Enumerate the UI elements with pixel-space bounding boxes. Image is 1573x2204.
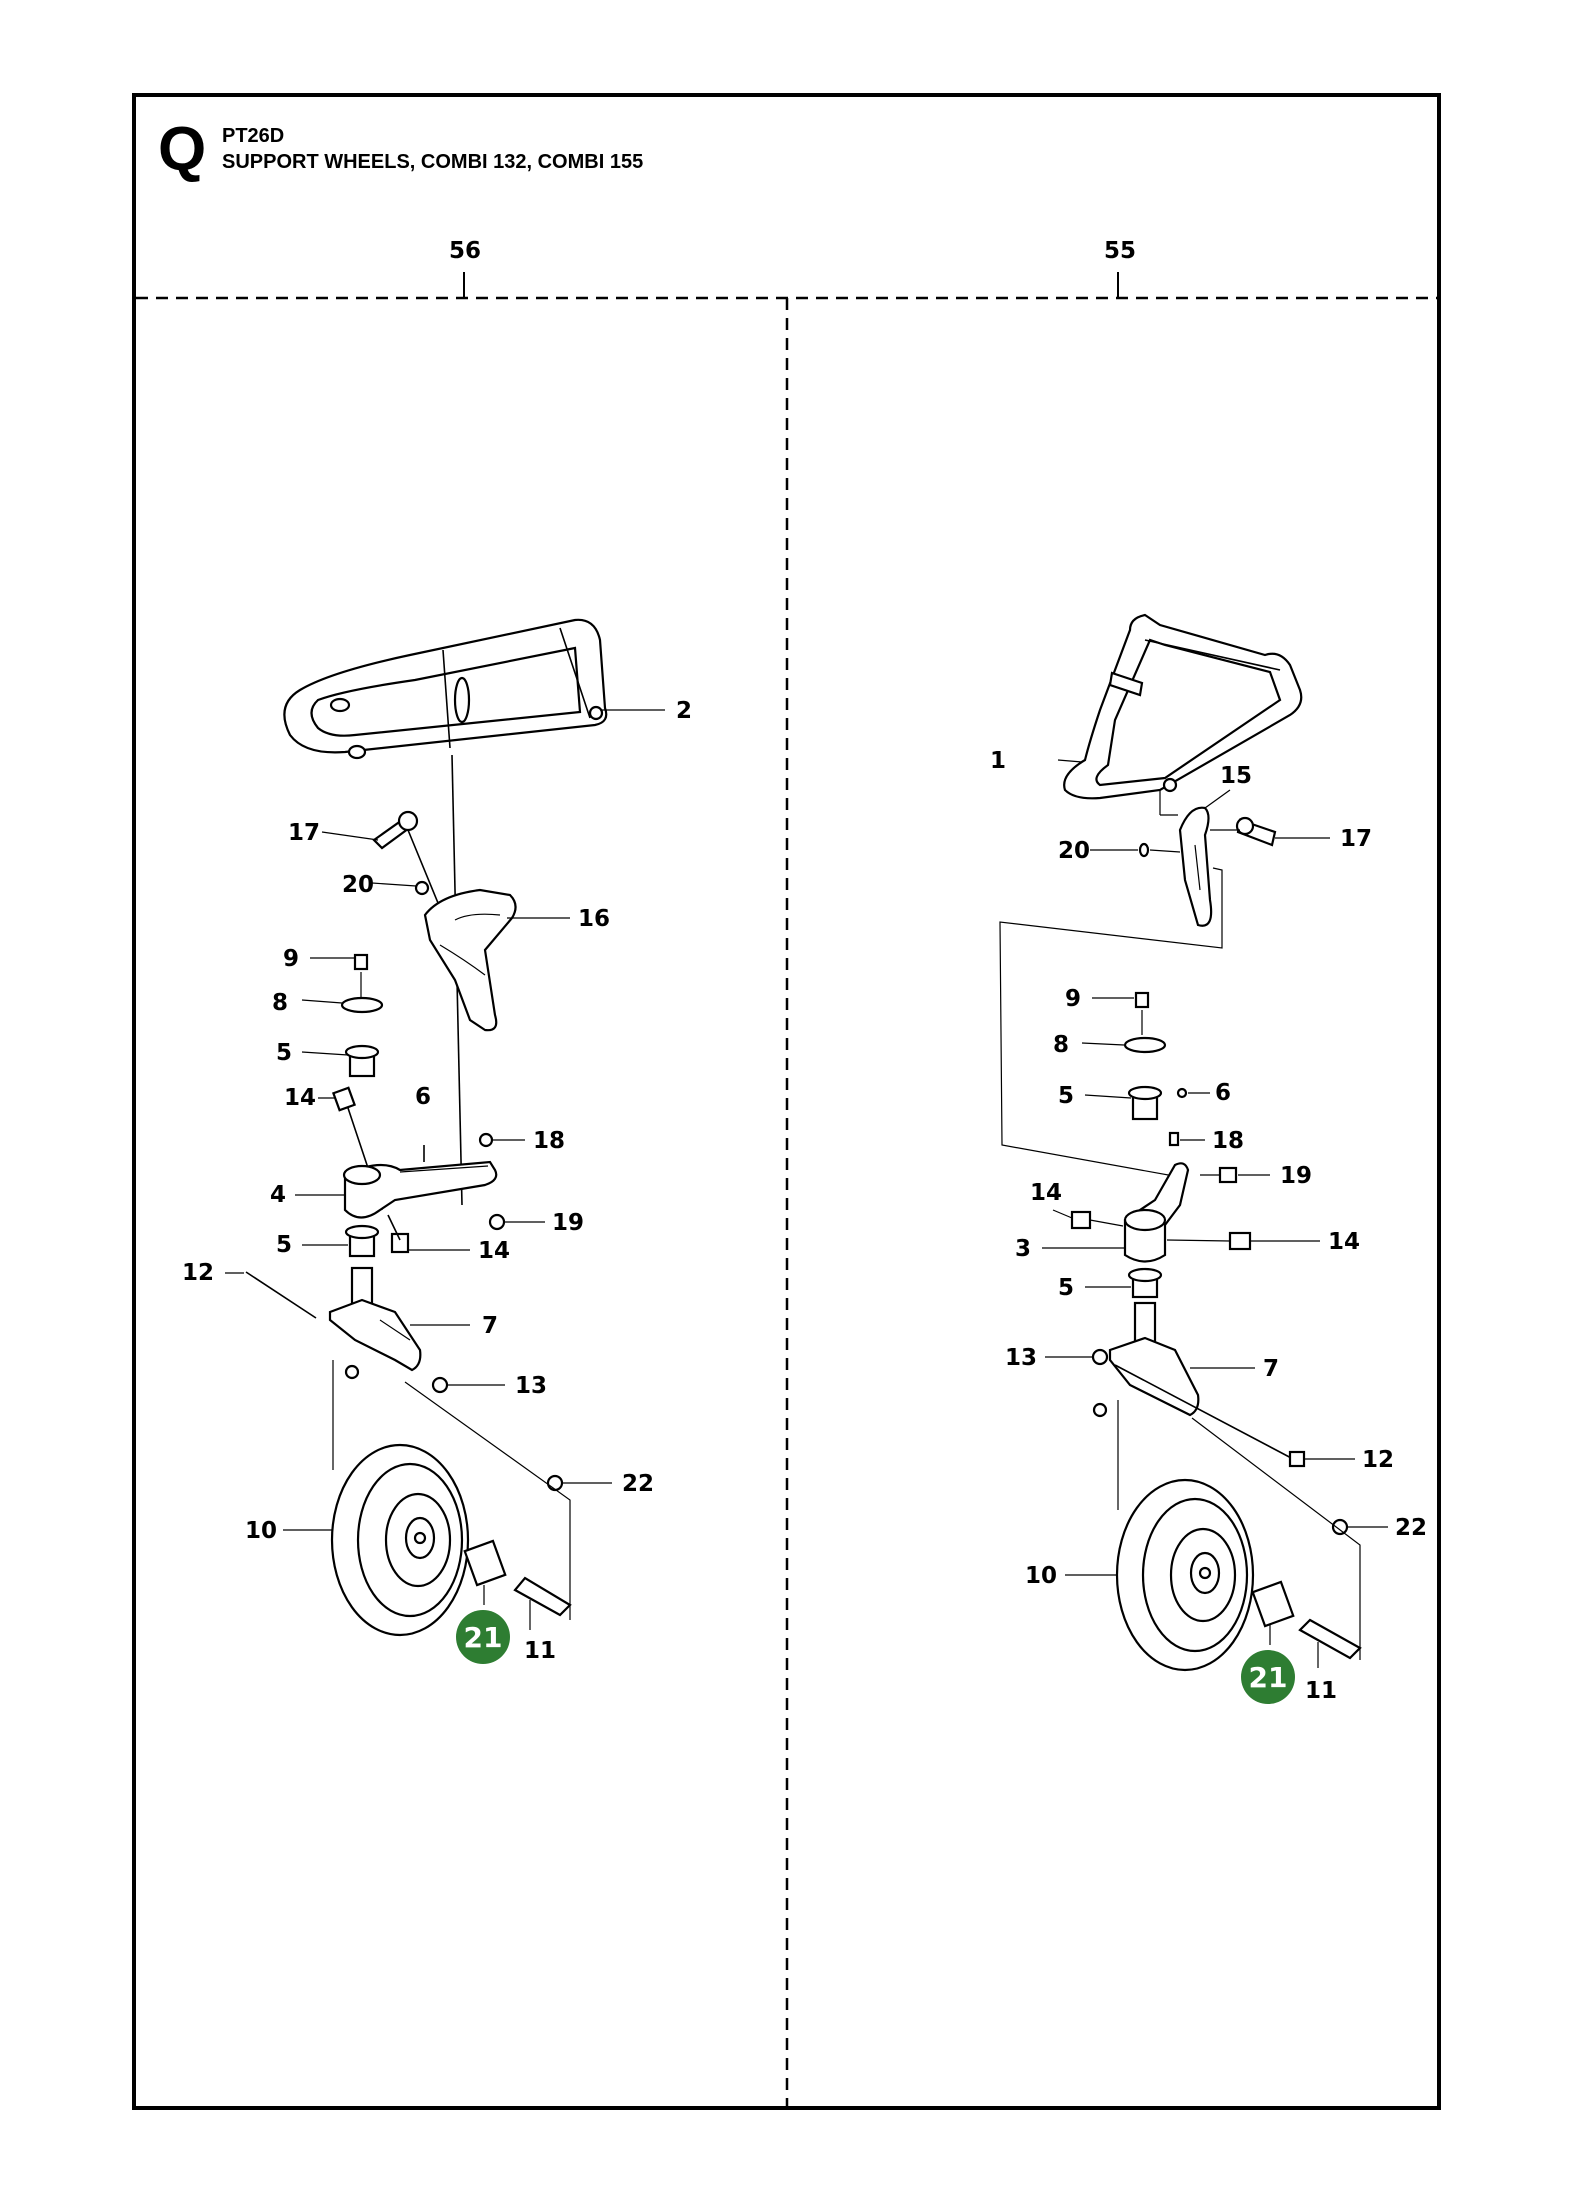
section-letter: Q [158, 115, 206, 184]
callout-5b-left: 5 [276, 1232, 292, 1258]
part-bush-21-left [463, 1539, 507, 1587]
callout-20-right: 20 [1058, 838, 1090, 864]
callout-8-left: 8 [272, 990, 288, 1016]
part-shaft-11-left [513, 1576, 572, 1617]
callout-12-left: 12 [182, 1260, 214, 1286]
callout-17-left: 17 [288, 820, 320, 846]
part-bushing-5b-right [1127, 1267, 1163, 1299]
callout-10-right: 10 [1025, 1563, 1057, 1589]
part-pin-6-right [1176, 1087, 1188, 1099]
part-nut-right [1138, 842, 1150, 858]
callout-22-right: 22 [1395, 1515, 1427, 1541]
part-washer-right-a [1092, 1402, 1108, 1418]
part-nut-13-right [1091, 1348, 1109, 1366]
part-lever-right [1235, 816, 1277, 847]
callout-20-left: 20 [342, 872, 374, 898]
svg-text:21: 21 [1249, 1661, 1288, 1694]
part-bush-21-right [1251, 1580, 1295, 1628]
part-fork-left [328, 1266, 422, 1372]
part-bolt-9-left [353, 953, 369, 1000]
callout-11-left: 11 [524, 1638, 556, 1664]
part-arm-right [1123, 1162, 1190, 1263]
callout-16-left: 16 [578, 906, 610, 932]
callout-3-right: 3 [1015, 1236, 1031, 1262]
callout-6-left: 6 [415, 1084, 431, 1110]
callout-12-right: 12 [1362, 1447, 1394, 1473]
part-screw-19-right [1200, 1166, 1238, 1184]
part-washer-22-left [546, 1474, 564, 1492]
callout-14a-right: 14 [1030, 1180, 1062, 1206]
callout-18-right: 18 [1212, 1128, 1244, 1154]
part-washer-22-right [1331, 1518, 1349, 1536]
part-nut-left [414, 880, 430, 896]
part-bushing-5b-left [344, 1224, 380, 1258]
callout-19-left: 19 [552, 1210, 584, 1236]
part-bushing-5a-right [1127, 1085, 1163, 1121]
part-bushing-5a-left [344, 1044, 380, 1078]
part-handle-frame [283, 618, 608, 760]
part-wheel-left [330, 1443, 470, 1637]
column-ref-left: 56 [449, 238, 481, 264]
part-axle-12-right [1114, 1364, 1296, 1461]
column-ref-right: 55 [1104, 238, 1136, 264]
callout-19-right: 19 [1280, 1163, 1312, 1189]
highlight-badge-21-right[interactable]: 21 [1241, 1650, 1295, 1704]
page-border [132, 93, 1441, 2110]
callout-14b-right: 14 [1328, 1229, 1360, 1255]
callout-9-right: 9 [1065, 986, 1081, 1012]
callout-6-right: 6 [1215, 1080, 1231, 1106]
part-bolt-9-right [1134, 991, 1150, 1035]
model-code: PT26D [222, 125, 284, 147]
callout-13-right: 13 [1005, 1345, 1037, 1371]
callout-9-left: 9 [283, 946, 299, 972]
part-axle-12-left [245, 1271, 317, 1319]
part-washer-8-left [340, 996, 384, 1014]
callout-2-left: 2 [676, 698, 692, 724]
callout-22-left: 22 [622, 1471, 654, 1497]
callout-15-right: 15 [1220, 763, 1252, 789]
part-nut-13-left [431, 1376, 449, 1394]
part-fork-right [1108, 1301, 1200, 1417]
callout-5a-left: 5 [276, 1040, 292, 1066]
callout-14a-left: 14 [284, 1085, 316, 1111]
part-washer-left-a [344, 1364, 360, 1380]
part-bolt-14b-left [387, 1214, 410, 1254]
section-title: SUPPORT WHEELS, COMBI 132, COMBI 155 [222, 151, 643, 173]
callout-5b-right: 5 [1058, 1275, 1074, 1301]
callout-18-left: 18 [533, 1128, 565, 1154]
part-handle-frame-right [1063, 613, 1303, 800]
part-bracket-right [1178, 806, 1213, 927]
callout-1-right: 1 [990, 748, 1006, 774]
part-arm-left [342, 1160, 498, 1219]
callout-14b-left: 14 [478, 1238, 510, 1264]
callout-8-right: 8 [1053, 1032, 1069, 1058]
callout-7-left: 7 [482, 1313, 498, 1339]
svg-text:21: 21 [464, 1621, 503, 1654]
part-bracket-left [423, 888, 517, 1032]
callout-11-right: 11 [1305, 1678, 1337, 1704]
assembly-right: 1 15 17 20 9 8 6 5 18 14 19 3 14 5 13 7 … [990, 613, 1427, 1704]
part-wheel-right [1115, 1478, 1255, 1672]
callout-17-right: 17 [1340, 826, 1372, 852]
part-shaft-11-right [1298, 1618, 1362, 1660]
part-nut-18-right [1168, 1131, 1180, 1147]
part-lever-left [372, 810, 419, 850]
part-nut-18-left [478, 1132, 494, 1148]
highlight-badge-21-left[interactable]: 21 [456, 1610, 510, 1664]
callout-4-left: 4 [270, 1182, 286, 1208]
callout-7-right: 7 [1263, 1356, 1279, 1382]
assembly-left: 2 17 20 16 9 8 5 14 6 18 4 19 5 14 12 7 … [182, 618, 692, 1664]
part-washer-8-right [1123, 1036, 1167, 1054]
part-bolt-14a-right [1070, 1210, 1124, 1230]
part-bolt-14b-right [1166, 1231, 1252, 1251]
callout-5a-right: 5 [1058, 1083, 1074, 1109]
callout-10-left: 10 [245, 1518, 277, 1544]
callout-13-left: 13 [515, 1373, 547, 1399]
part-screw-19-left [488, 1213, 506, 1231]
